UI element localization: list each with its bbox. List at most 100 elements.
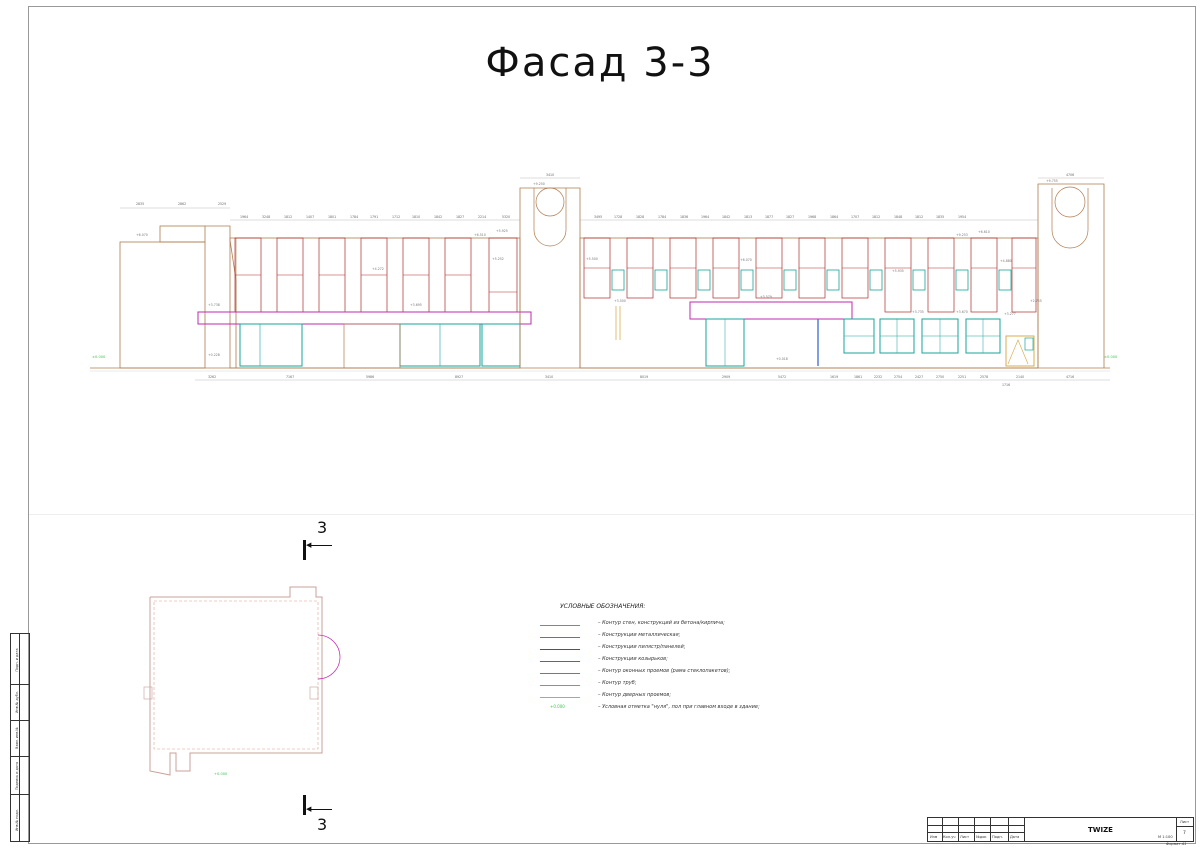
legend-text: – Контур труб; <box>598 680 637 686</box>
dim-text: 1801 <box>328 215 336 219</box>
section-cut-line <box>303 795 306 815</box>
dim-text: 1728 <box>614 215 622 219</box>
legend-swatch <box>540 649 580 650</box>
dim-text: 1810 <box>412 215 420 219</box>
dim-text: 1813 <box>744 215 752 219</box>
level-mark: +3.500 <box>614 299 626 303</box>
arrow-head-icon: ◀ <box>306 805 312 813</box>
sheet-number: 7 <box>1183 831 1186 836</box>
sheet-label: Лист <box>1180 820 1190 824</box>
dim-text: 2251 <box>958 375 966 379</box>
title-block-header: Лист <box>960 835 970 839</box>
dim-text: 2232 <box>874 375 882 379</box>
dim-text: 1842 <box>722 215 730 219</box>
section-number: 3 <box>317 815 328 834</box>
legend-item: – Конструкции металлическая; <box>540 632 840 644</box>
level-mark: +6.070 <box>136 233 148 237</box>
sheet-divider <box>29 514 1194 515</box>
dim-text: 1716 <box>1002 383 1010 387</box>
dim-text: 1842 <box>434 215 442 219</box>
title-block-header: Изм <box>930 835 938 839</box>
dim-text: 3248 <box>262 215 270 219</box>
dim-text: 1791 <box>370 215 378 219</box>
legend-text: – Контур дверных проемов; <box>598 692 672 698</box>
dim-text: 1619 <box>830 375 838 379</box>
dim-text: 3410 <box>545 375 553 379</box>
level-mark: +3.695 <box>410 303 422 307</box>
dim-text: 1407 <box>306 215 314 219</box>
legend-item: – Контур стен, конструкций из бетона/кир… <box>540 620 840 632</box>
level-mark: +3.738 <box>208 303 220 307</box>
section-number: 3 <box>317 518 328 537</box>
dim-text: 2529 <box>218 202 226 206</box>
legend-swatch <box>540 685 580 686</box>
section-mark-bottom: ◀ 3 <box>300 795 340 840</box>
dim-text: 3410 <box>546 173 554 177</box>
legend-item: – Контур оконных проемов (рама стеклопак… <box>540 668 840 680</box>
dim-text: 1812 <box>284 215 292 219</box>
scale-label: М 1:100 <box>1158 835 1173 839</box>
format-label: Формат А1 <box>1166 842 1187 846</box>
section-arrow <box>308 809 332 810</box>
dim-text: 2427 <box>915 375 923 379</box>
dim-text: 1836 <box>680 215 688 219</box>
legend-item: – Конструкции пилястр/панелей; <box>540 644 840 656</box>
legend-text: – Контур стен, конструкций из бетона/кир… <box>598 620 725 626</box>
section-cut-line <box>303 540 306 560</box>
legend-text: – Конструкции пилястр/панелей; <box>598 644 686 650</box>
dim-text: 1954 <box>958 215 966 219</box>
stamp-label: Подп. и дата <box>15 648 19 672</box>
legend-text: – Условная отметка "нуля", пол при главн… <box>598 704 760 710</box>
dim-text: 2835 <box>136 202 144 206</box>
level-mark: +5.925 <box>496 229 508 233</box>
dim-text: 8019 <box>640 375 648 379</box>
dim-text: 1812 <box>915 215 923 219</box>
dim-text: 1848 <box>894 215 902 219</box>
dim-text: 1784 <box>350 215 358 219</box>
dim-text: 1877 <box>765 215 773 219</box>
dim-text: 2140 <box>1016 375 1024 379</box>
title-block-header: Подп. <box>992 835 1003 839</box>
dim-text: 2909 <box>722 375 730 379</box>
level-mark: +4.880 <box>1000 259 1012 263</box>
dim-text: 1827 <box>456 215 464 219</box>
dim-text: 1827 <box>786 215 794 219</box>
title-block-header: Кол.уч <box>943 835 956 839</box>
title-block-header: Дата <box>1010 835 1020 839</box>
dim-text: 1712 <box>392 215 400 219</box>
stamp-label: Подпись и дата <box>15 761 19 791</box>
side-stamp: Инв.№ подл. Подпись и дата Взам. инв.№ И… <box>10 633 30 842</box>
legend-item: – Контур дверных проемов; <box>540 692 840 704</box>
level-mark: +5.935 <box>892 269 904 273</box>
zero-mark-right: ±0.000 <box>1104 355 1118 359</box>
dim-text: 5986 <box>366 375 374 379</box>
legend-item-zero: +0.000 – Условная отметка "нуля", пол пр… <box>540 704 840 716</box>
level-mark: +3.277 <box>1004 312 1016 316</box>
level-mark: +9.253 <box>956 233 968 237</box>
level-mark: +0.228 <box>208 353 220 357</box>
section-mark-top: 3 ◀ <box>300 518 340 563</box>
level-mark: +0.018 <box>776 357 788 361</box>
title-block: Изм Кол.уч Лист №док Подп. Дата TWIZE Ли… <box>927 817 1194 842</box>
level-mark: +9.250 <box>533 182 545 186</box>
drawing-frame <box>28 6 1196 844</box>
level-mark: +3.735 <box>912 310 924 314</box>
arrow-head-icon: ◀ <box>306 541 312 549</box>
dim-text: 2214 <box>478 215 486 219</box>
legend-text: – Конструкции козырьков; <box>598 656 668 662</box>
page-title: Фасад 3-3 <box>485 40 715 86</box>
legend-text: – Конструкции металлическая; <box>598 632 681 638</box>
level-mark: +3.670 <box>956 310 968 314</box>
legend-swatch <box>540 625 580 626</box>
dim-text: 1968 <box>808 215 816 219</box>
legend-item: – Конструкции козырьков; <box>540 656 840 668</box>
dim-text: 1828 <box>636 215 644 219</box>
dim-text: 1812 <box>872 215 880 219</box>
legend-title: УСЛОВНЫЕ ОБОЗНАЧЕНИЯ: <box>560 603 646 610</box>
legend-swatch <box>540 697 580 698</box>
level-mark: +6.610 <box>978 230 990 234</box>
title-block-header: №док <box>976 835 987 839</box>
level-mark: +4.272 <box>372 267 384 271</box>
level-mark: +9.755 <box>1046 179 1058 183</box>
floor-plan: +0.000 <box>143 586 341 776</box>
